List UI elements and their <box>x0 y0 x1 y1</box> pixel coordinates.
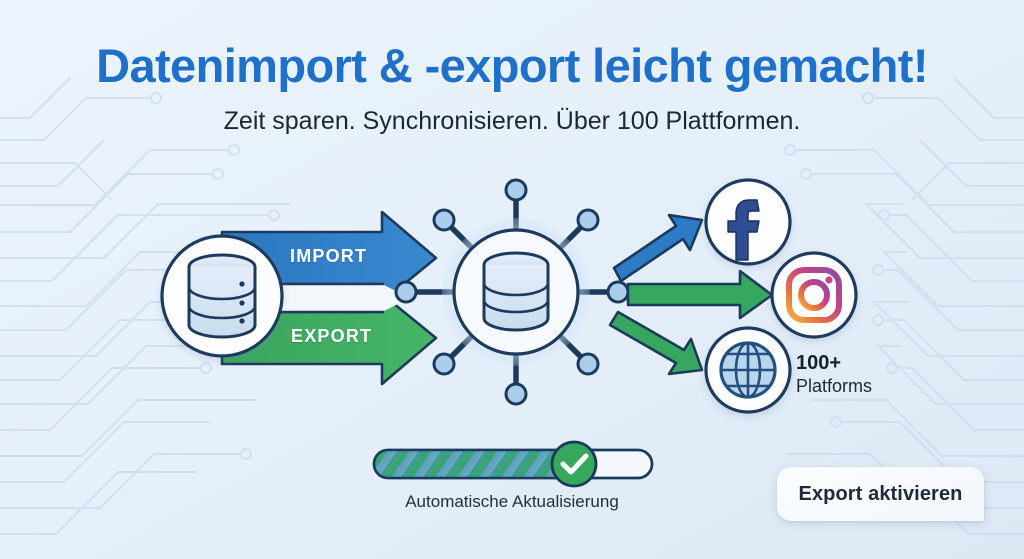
platforms-count: 100+ <box>796 352 842 374</box>
auto-update-progress[interactable] <box>372 440 654 488</box>
page-subtitle: Zeit sparen. Synchronisieren. Über 100 P… <box>223 107 801 135</box>
page-title: Datenimport & -export leicht gemacht! <box>96 39 928 92</box>
source-database-node[interactable] <box>160 234 284 358</box>
check-circle-icon <box>550 440 598 488</box>
globe-icon <box>719 341 777 399</box>
arrow-to-globe[interactable] <box>608 310 704 376</box>
header: Datenimport & -export leicht gemacht! Ze… <box>0 0 1024 136</box>
data-hub-node[interactable] <box>394 178 630 406</box>
database-icon <box>187 253 257 339</box>
platform-instagram[interactable] <box>770 251 858 339</box>
instagram-icon <box>786 267 842 323</box>
hub-connector-dots <box>394 178 630 406</box>
platforms-word: Platforms <box>796 375 873 396</box>
arrow-to-instagram[interactable] <box>626 269 774 320</box>
arrow-to-facebook[interactable] <box>612 213 704 283</box>
platform-facebook[interactable] <box>704 178 792 266</box>
platforms-badge: 100+ Platforms <box>796 352 872 397</box>
progress-caption: Automatische Aktualisierung <box>405 492 619 511</box>
hub-database-icon <box>482 251 550 332</box>
export-arrow-label: EXPORT <box>291 326 373 346</box>
facebook-icon <box>727 199 760 261</box>
import-arrow-label: IMPORT <box>290 246 368 266</box>
platform-globe[interactable] <box>704 326 792 414</box>
export-aktivieren-button[interactable]: Export aktivieren <box>777 467 984 521</box>
